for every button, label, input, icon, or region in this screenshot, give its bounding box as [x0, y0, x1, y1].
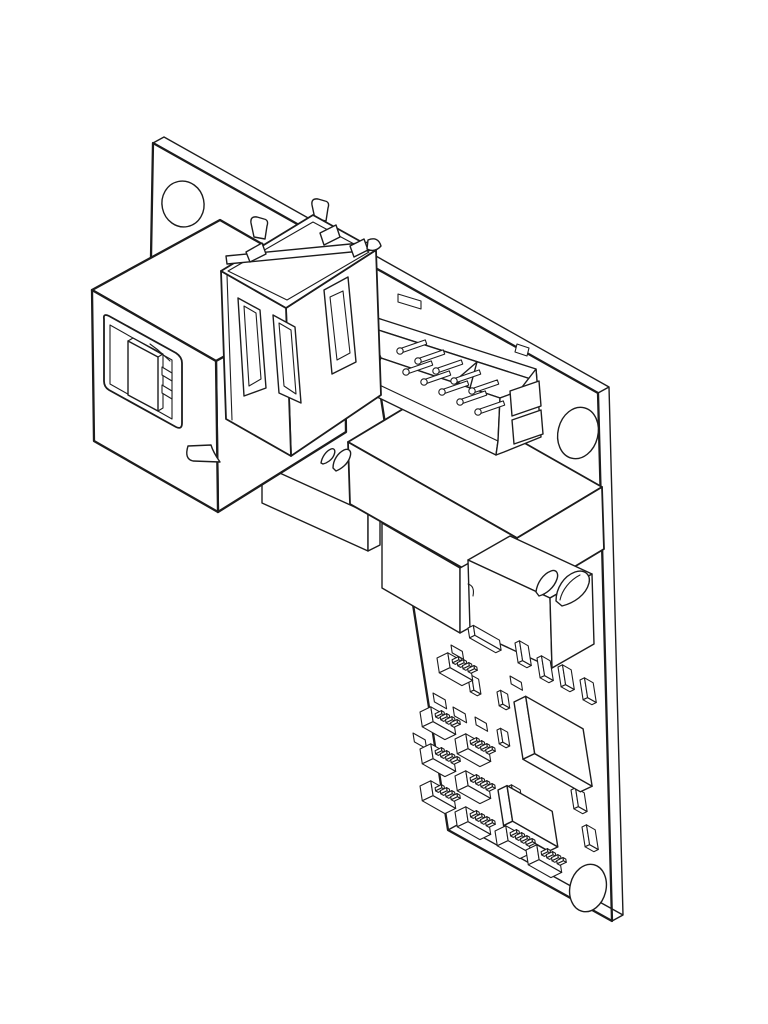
- pin-header: [419, 780, 461, 815]
- usb-a-latch-2-inner: [278, 322, 297, 395]
- ic-chip-face: [506, 784, 559, 848]
- pad-component: [570, 787, 588, 815]
- pad-component: [581, 824, 599, 853]
- bent-tab-small: [535, 569, 559, 597]
- pad-component: [536, 655, 554, 684]
- pin-header-pin: [491, 782, 496, 789]
- usb-a-latch-3-inner: [329, 290, 351, 361]
- pad-face: [585, 824, 599, 851]
- header-pin-tip: [450, 377, 458, 385]
- pin-header-pin: [531, 837, 536, 844]
- mounting-hole: [556, 406, 600, 460]
- smd-chip-face: [432, 692, 448, 710]
- pad-component: [496, 689, 511, 711]
- idc-box-header: [366, 314, 544, 456]
- usb-b-contact-1: [161, 366, 173, 382]
- usb-a-connector: [220, 214, 382, 457]
- pin-header: [454, 806, 496, 841]
- usb-a-rim-inner: [227, 221, 370, 301]
- usb-a-latch-1-inner: [243, 305, 262, 387]
- bent-tab-left-a: [320, 448, 336, 465]
- pin-header: [419, 743, 461, 778]
- board-slot: [397, 293, 422, 310]
- pin-header: [454, 733, 496, 768]
- usb-b-contact-2: [161, 384, 173, 400]
- header-pins: [396, 339, 506, 416]
- ic-chip: [513, 695, 593, 793]
- pad-component: [579, 677, 597, 706]
- smd-chip-face: [509, 675, 524, 691]
- ic-chip-face: [525, 695, 593, 787]
- pin-header-pin: [456, 755, 461, 762]
- usb-a-crown-tab-1: [245, 242, 267, 263]
- smd-chip: [452, 706, 468, 724]
- usb-b-foot: [186, 444, 221, 463]
- header-pin-tip: [420, 378, 428, 386]
- pin-header: [454, 770, 496, 805]
- header-pin-tip: [468, 387, 476, 395]
- usb-b-port-chamfers: [149, 343, 171, 362]
- pad-component: [557, 664, 575, 693]
- pin-header: [419, 706, 461, 741]
- header-pin-tip: [402, 368, 410, 376]
- pin-header: [494, 825, 536, 860]
- mounting-holes: [161, 180, 608, 913]
- usb-a-front-seam: [226, 274, 233, 421]
- pad-component: [467, 624, 502, 654]
- shell-tab-left: [250, 216, 269, 240]
- bent-tab-fold-line: [559, 574, 581, 601]
- bent-tab-left-b: [332, 448, 352, 472]
- header-pin-tip: [456, 398, 464, 406]
- pin-header-pin: [491, 745, 496, 752]
- header-key-tab-2: [511, 409, 544, 445]
- pin-header: [436, 652, 478, 687]
- pin-header-pin: [562, 856, 567, 863]
- pin-header-pin: [456, 792, 461, 799]
- component-blocks: [261, 390, 605, 669]
- mounting-hole: [161, 180, 205, 228]
- pad-face: [518, 640, 532, 667]
- pad-face: [540, 655, 554, 682]
- header-key-tab-1: [509, 380, 542, 417]
- mounting-hole: [568, 863, 608, 913]
- pin-header: [525, 844, 567, 879]
- pad-face: [472, 624, 502, 651]
- usb-a-crown-tab-2: [319, 224, 341, 246]
- header-pin-tip: [438, 388, 446, 396]
- smd-chip: [509, 675, 524, 691]
- header-front-wall-crease: [370, 380, 499, 442]
- pad-component: [514, 640, 532, 669]
- pad-face: [500, 727, 511, 747]
- smd-chip: [474, 716, 489, 732]
- pad-component: [496, 727, 511, 749]
- bent-tab-large: [555, 570, 591, 607]
- smd-chip-face: [474, 716, 489, 732]
- pcb-board: [149, 136, 624, 923]
- usb-a-corner-curl: [366, 238, 382, 252]
- pin-header-pin: [456, 718, 461, 725]
- header-pin-tip: [396, 347, 404, 355]
- usb-a-latch-3-outer: [323, 276, 357, 375]
- header-pin-tip: [474, 408, 482, 416]
- pad-face: [583, 677, 597, 704]
- smd-chip-face: [452, 706, 468, 724]
- shell-tab-right: [311, 198, 330, 222]
- pin-header-pin: [491, 818, 496, 825]
- board-small-components: [412, 624, 599, 879]
- pad-face: [471, 674, 482, 695]
- smd-chip: [432, 692, 448, 710]
- board-edge-tab: [514, 343, 530, 357]
- pad-face: [561, 664, 575, 691]
- lower-block-notch: [467, 583, 474, 597]
- header-pin-tip: [414, 357, 422, 365]
- pin-header-pin: [473, 664, 478, 671]
- header-pin-tip: [432, 367, 440, 375]
- pad-face: [500, 689, 511, 709]
